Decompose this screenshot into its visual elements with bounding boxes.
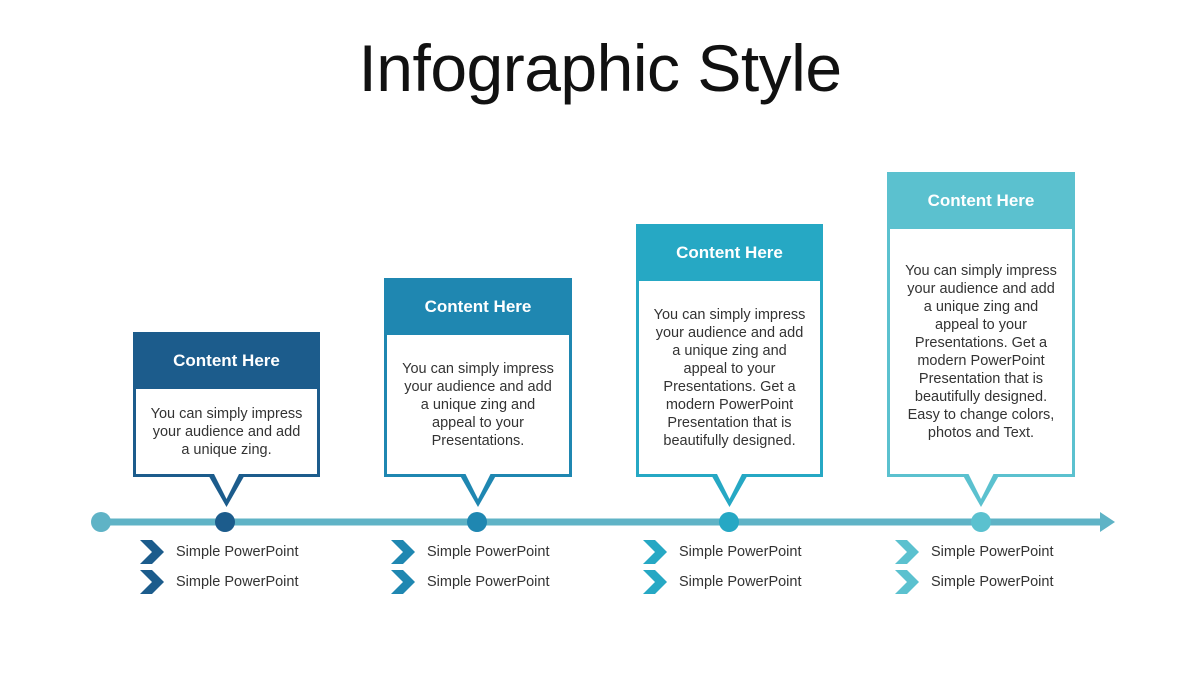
callout-heading: Content Here	[133, 332, 320, 389]
bullet-text: Simple PowerPoint	[679, 574, 802, 590]
timeline-node-2	[467, 512, 487, 532]
timeline-node-4	[971, 512, 991, 532]
chevron-right-icon	[391, 570, 415, 594]
chevron-right-icon	[895, 570, 919, 594]
callout-body: You can simply impress your audience and…	[384, 335, 572, 477]
callout-body-text: You can simply impress your audience and…	[402, 360, 554, 449]
callout-pointer-inner	[717, 474, 742, 499]
bullet-item: Simple PowerPoint	[391, 537, 550, 567]
callout-body-text: You can simply impress your audience and…	[150, 405, 303, 458]
bullet-text: Simple PowerPoint	[679, 544, 802, 560]
bullet-item: Simple PowerPoint	[643, 537, 802, 567]
callout-heading: Content Here	[636, 224, 823, 281]
bullet-text: Simple PowerPoint	[176, 574, 299, 590]
bullet-list-1: Simple PowerPoint Simple PowerPoint	[140, 537, 299, 597]
bullet-text: Simple PowerPoint	[931, 574, 1054, 590]
chevron-right-icon	[391, 540, 415, 564]
bullet-list-4: Simple PowerPoint Simple PowerPoint	[895, 537, 1054, 597]
bullet-text: Simple PowerPoint	[931, 544, 1054, 560]
callout-3: Content Here You can simply impress your…	[636, 224, 823, 477]
callout-pointer-inner	[214, 474, 239, 499]
chevron-right-icon	[140, 540, 164, 564]
chevron-right-icon	[643, 570, 667, 594]
bullet-item: Simple PowerPoint	[643, 567, 802, 597]
bullet-item: Simple PowerPoint	[391, 567, 550, 597]
bullet-item: Simple PowerPoint	[895, 537, 1054, 567]
callout-4: Content Here You can simply impress your…	[887, 172, 1075, 477]
timeline-start-dot	[91, 512, 111, 532]
callout-heading: Content Here	[887, 172, 1075, 229]
bullet-text: Simple PowerPoint	[176, 544, 299, 560]
bullet-item: Simple PowerPoint	[140, 537, 299, 567]
callout-body: You can simply impress your audience and…	[636, 281, 823, 477]
callout-body-text: You can simply impress your audience and…	[905, 262, 1057, 441]
chevron-right-icon	[643, 540, 667, 564]
bullet-list-3: Simple PowerPoint Simple PowerPoint	[643, 537, 802, 597]
bullet-text: Simple PowerPoint	[427, 544, 550, 560]
chevron-right-icon	[140, 570, 164, 594]
bullet-list-2: Simple PowerPoint Simple PowerPoint	[391, 537, 550, 597]
callout-body: You can simply impress your audience and…	[887, 229, 1075, 477]
bullet-item: Simple PowerPoint	[140, 567, 299, 597]
timeline-node-3	[719, 512, 739, 532]
timeline-node-1	[215, 512, 235, 532]
callout-body-text: You can simply impress your audience and…	[653, 306, 806, 449]
callout-heading: Content Here	[384, 278, 572, 335]
bullet-text: Simple PowerPoint	[427, 574, 550, 590]
callout-pointer-inner	[968, 474, 994, 499]
callout-pointer-inner	[465, 474, 491, 499]
bullet-item: Simple PowerPoint	[895, 567, 1054, 597]
callout-2: Content Here You can simply impress your…	[384, 278, 572, 477]
callout-1: Content Here You can simply impress your…	[133, 332, 320, 477]
chevron-right-icon	[895, 540, 919, 564]
timeline-arrowhead	[1100, 512, 1115, 532]
slide-title: Infographic Style	[358, 31, 842, 105]
